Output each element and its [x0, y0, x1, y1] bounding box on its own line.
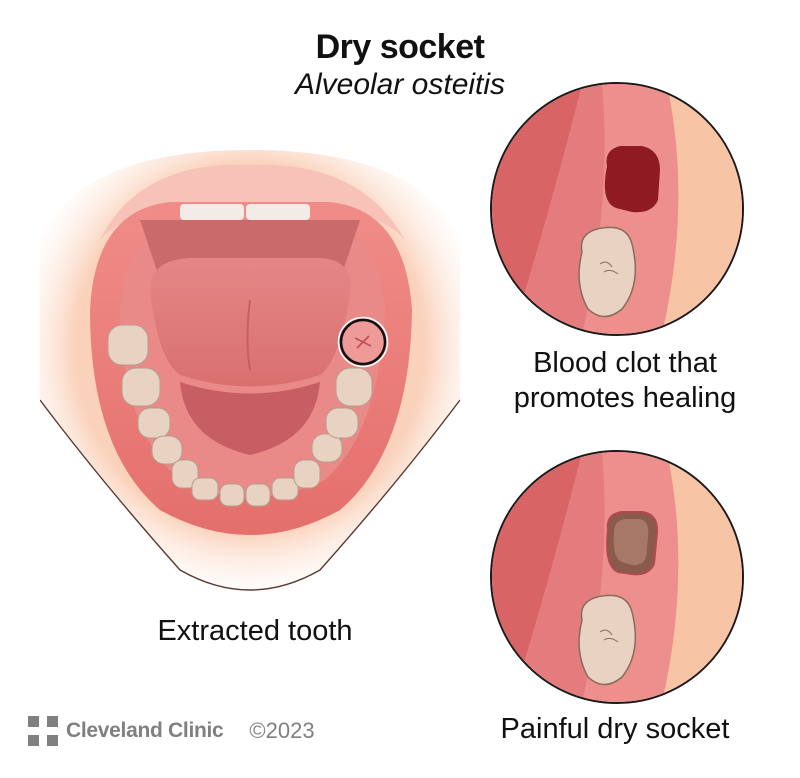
brand-name: Cleveland Clinic [66, 719, 224, 742]
dry-socket-illustration [492, 452, 742, 702]
extracted-tooth-label: Extracted tooth [157, 615, 353, 647]
open-mouth-illustration [40, 150, 460, 591]
blood-clot-label-line1: Blood clot that [533, 347, 717, 379]
page-subtitle: Alveolar osteitis [294, 68, 506, 101]
dry-socket-label: Painful dry socket [500, 713, 730, 745]
healing-clot-inset [490, 82, 744, 336]
blood-clot-label-line2: promotes healing [513, 382, 737, 414]
copyright: ©2023 [249, 718, 315, 743]
dry-socket-inset [490, 450, 744, 704]
cleveland-clinic-logo: Cleveland Clinic ©2023 [28, 716, 315, 746]
page-title: Dry socket [315, 28, 485, 66]
cleveland-clinic-cross-icon [28, 716, 58, 746]
blood-clot-label: Blood clot that promotes healing [500, 346, 750, 416]
blood-clot-illustration [492, 84, 742, 334]
